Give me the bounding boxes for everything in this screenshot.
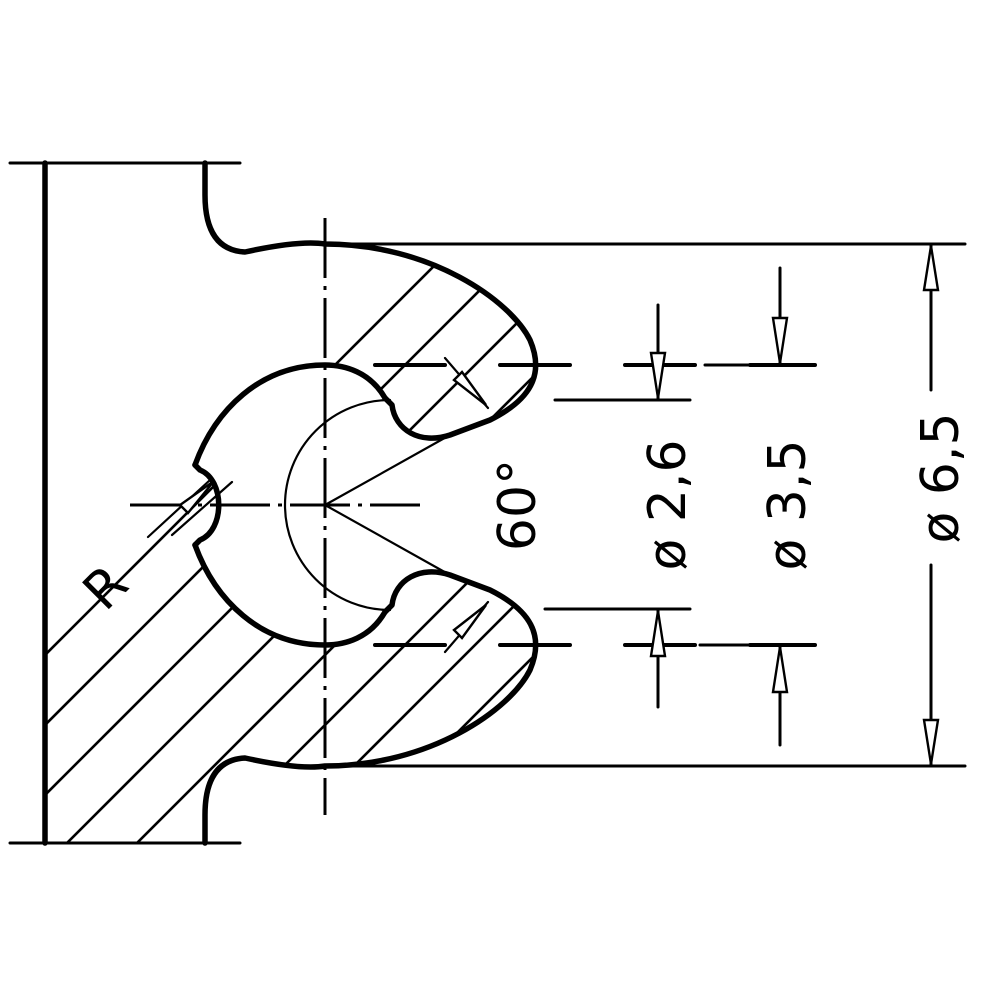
extension-lines (323, 242, 967, 768)
outer-diameter-label: ø 6,5 (911, 412, 971, 543)
groove-diameter-label: ø 3,5 (758, 439, 818, 570)
radius-leaders (146, 356, 490, 654)
dimension-groove-diameter (771, 266, 789, 747)
dimension-outer-diameter (922, 242, 940, 768)
radius-label: R (72, 554, 140, 622)
angle-label: 60° (488, 459, 548, 551)
angle-lines (323, 433, 452, 577)
dimension-bore-diameter (649, 303, 667, 709)
part-outline (8, 160, 539, 846)
bore-circle (283, 398, 392, 612)
center-lines (130, 218, 420, 815)
bore-diameter-label: ø 2,6 (638, 439, 698, 570)
